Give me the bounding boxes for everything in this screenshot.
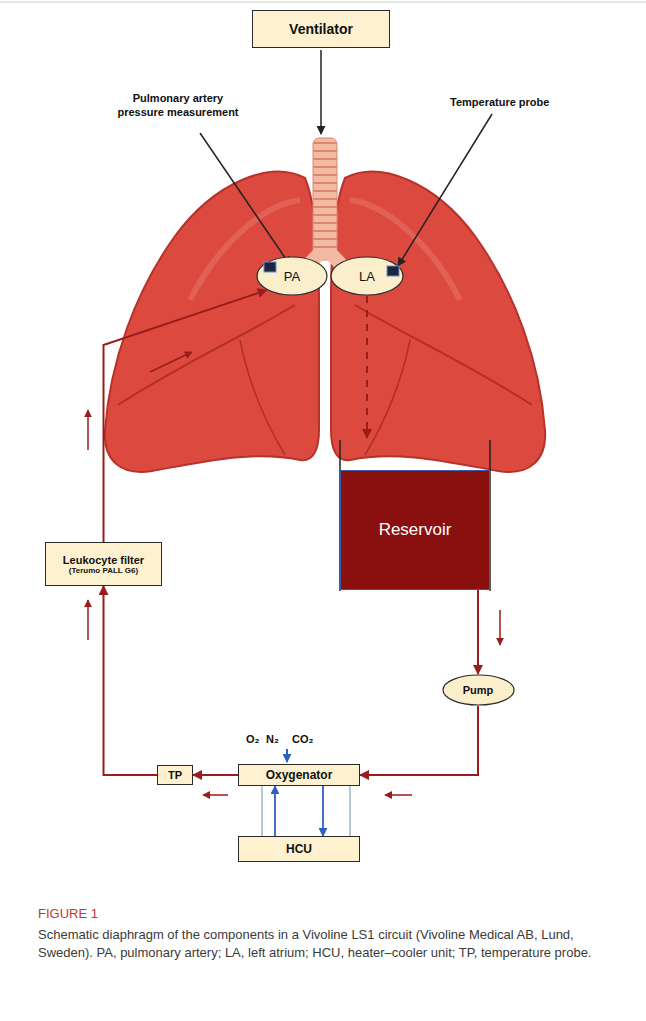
node-title: Reservoir xyxy=(379,520,452,540)
flow-line xyxy=(104,290,267,542)
node-title: Ventilator xyxy=(289,21,353,37)
gas-label: N₂ xyxy=(266,733,279,747)
node-title: TP xyxy=(168,769,182,781)
flow-line xyxy=(477,590,479,674)
node-title: Leukocyte filter xyxy=(63,554,144,566)
pump-oval: Pump xyxy=(442,674,515,706)
flow-line xyxy=(360,706,478,775)
device-box: HCU xyxy=(238,836,360,862)
node-title: LA xyxy=(359,269,375,284)
probe-box: TP xyxy=(157,765,193,785)
filter-box: Leukocyte filter(Terumo PALL G6) xyxy=(45,542,162,586)
device-box: Oxygenator xyxy=(238,764,360,786)
vessel-oval: LA xyxy=(330,256,404,296)
figure-caption: Schematic diaphragm of the components in… xyxy=(38,926,613,962)
gas-label: CO₂ xyxy=(292,733,313,747)
node-title: Pump xyxy=(463,684,494,696)
node-title: PA xyxy=(284,269,300,284)
device-box: Ventilator xyxy=(252,10,390,48)
flow-line xyxy=(193,774,238,776)
node-title: Oxygenator xyxy=(266,768,333,782)
flow-line xyxy=(274,786,276,836)
vessel-oval: PA xyxy=(256,256,328,296)
flow-line xyxy=(366,296,368,438)
callout-label: Temperature probe xyxy=(450,96,549,110)
pressure-sensor xyxy=(264,262,276,272)
gas-label: O₂ xyxy=(246,733,259,747)
figure-number: FIGURE 1 xyxy=(38,906,98,922)
temperature-sensor xyxy=(387,266,399,276)
flow-line xyxy=(104,586,158,775)
reservoir-box: Reservoir xyxy=(340,470,490,590)
flow-line xyxy=(322,786,324,836)
node-subtitle: (Terumo PALL G6) xyxy=(69,566,138,575)
callout-label: Pulmonary artery pressure measurement xyxy=(112,92,244,120)
node-title: HCU xyxy=(286,842,312,856)
